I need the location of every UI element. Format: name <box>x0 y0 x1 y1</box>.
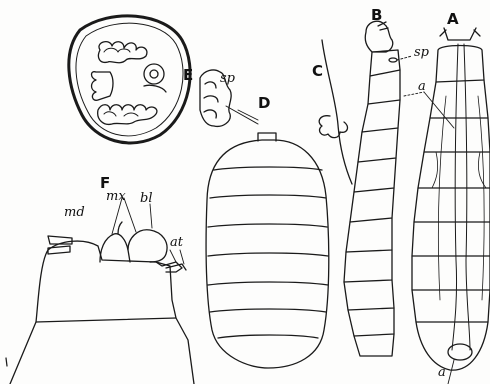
label-md: md <box>64 206 85 219</box>
label-sp-b: sp <box>414 46 429 59</box>
head-profile-C <box>319 40 352 184</box>
larva-D <box>206 133 329 368</box>
label-a-bottom: a <box>438 366 446 379</box>
figure-label-E: E <box>183 68 193 83</box>
head-F <box>6 198 194 384</box>
figure-label-B: B <box>371 8 382 23</box>
cross-section-E <box>69 16 190 143</box>
label-at: at <box>170 236 183 249</box>
label-a-top: a <box>418 80 426 93</box>
label-sp-e: sp <box>220 72 235 85</box>
figure-label-C: C <box>312 64 323 79</box>
larva-B <box>344 21 412 356</box>
label-mx: mx <box>106 190 126 203</box>
figure-label-A: A <box>447 12 459 27</box>
figure-label-D: D <box>258 96 270 111</box>
label-bl: bl <box>140 192 152 205</box>
